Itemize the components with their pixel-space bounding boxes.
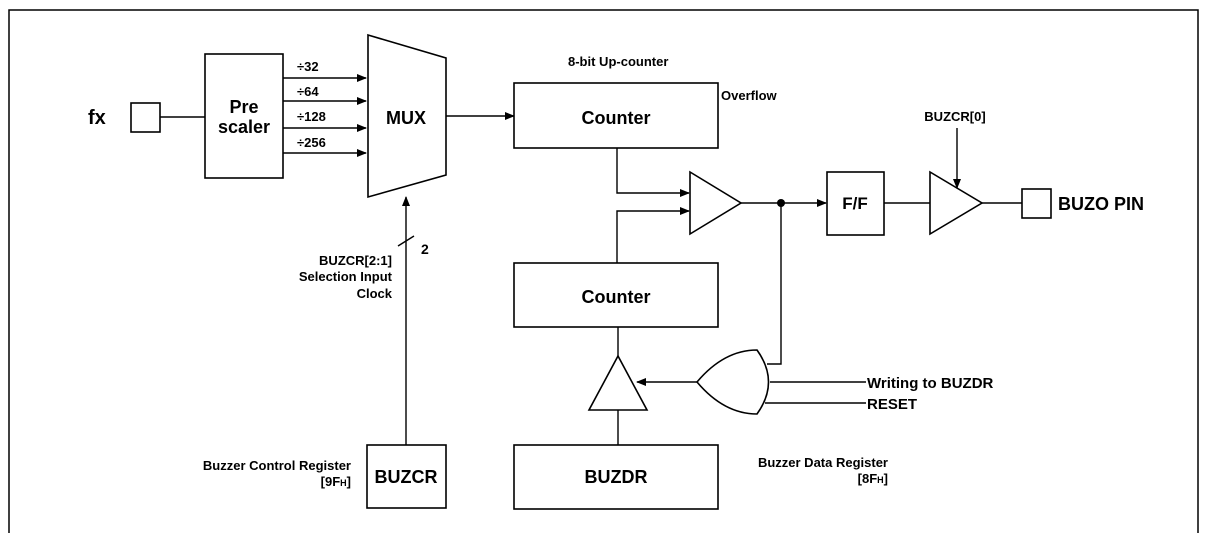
div32-label: ÷32 <box>297 59 319 74</box>
buzcr-block <box>366 444 447 509</box>
or-gate <box>695 349 770 415</box>
mux-block <box>367 33 447 199</box>
mux-label: MUX <box>386 108 426 128</box>
enable-label: BUZCR[0] <box>924 109 985 124</box>
select-label-line2: Selection Input <box>299 269 393 284</box>
counter2-block <box>513 262 719 328</box>
buzcr-desc-line1: Buzzer Control Register <box>203 458 351 473</box>
overflow-label: Overflow <box>721 88 778 103</box>
feedback-wire <box>767 203 782 365</box>
ff-block <box>826 171 885 236</box>
prescaler-label-line1: Pre <box>229 97 258 117</box>
div64-label: ÷64 <box>297 84 319 99</box>
buzcr-desc-line2: [9FH] <box>321 474 351 489</box>
select-label-line1: BUZCR[2:1] <box>319 253 392 268</box>
output-driver <box>929 170 984 236</box>
upcounter-block <box>513 82 719 149</box>
buzdr-label: BUZDR <box>585 467 648 487</box>
fx-pin <box>130 102 161 133</box>
frame-border <box>8 9 1199 533</box>
select-label-line3: Clock <box>357 286 393 301</box>
bus-width-label: 2 <box>421 241 429 257</box>
counter2-label: Counter <box>582 287 651 307</box>
upcounter-title: 8-bit Up-counter <box>568 54 668 69</box>
buzo-pin <box>1021 188 1052 219</box>
write-label: Writing to BUZDR <box>867 375 994 392</box>
load-buffer <box>587 354 649 411</box>
fx-label: fx <box>88 107 106 129</box>
reset-label: RESET <box>867 396 917 413</box>
buzo-pin-label: BUZO PIN <box>1058 194 1144 214</box>
buzdr-desc-line1: Buzzer Data Register <box>758 455 888 470</box>
div256-label: ÷256 <box>297 135 326 150</box>
prescaler-label-line2: scaler <box>218 117 270 137</box>
ff-label: F/F <box>842 194 868 213</box>
counter-to-comparator-arrow <box>616 148 690 197</box>
buzdr-desc-line2: [8FH] <box>858 471 888 486</box>
comparator <box>689 170 743 236</box>
bus-width-slash <box>397 235 415 247</box>
div128-label: ÷128 <box>297 109 326 124</box>
buzdr-block <box>513 444 719 510</box>
counter2-to-comparator-arrow <box>616 207 690 263</box>
prescaler-block <box>204 53 284 179</box>
buzcr-label: BUZCR <box>375 467 438 487</box>
upcounter-label: Counter <box>582 108 651 128</box>
